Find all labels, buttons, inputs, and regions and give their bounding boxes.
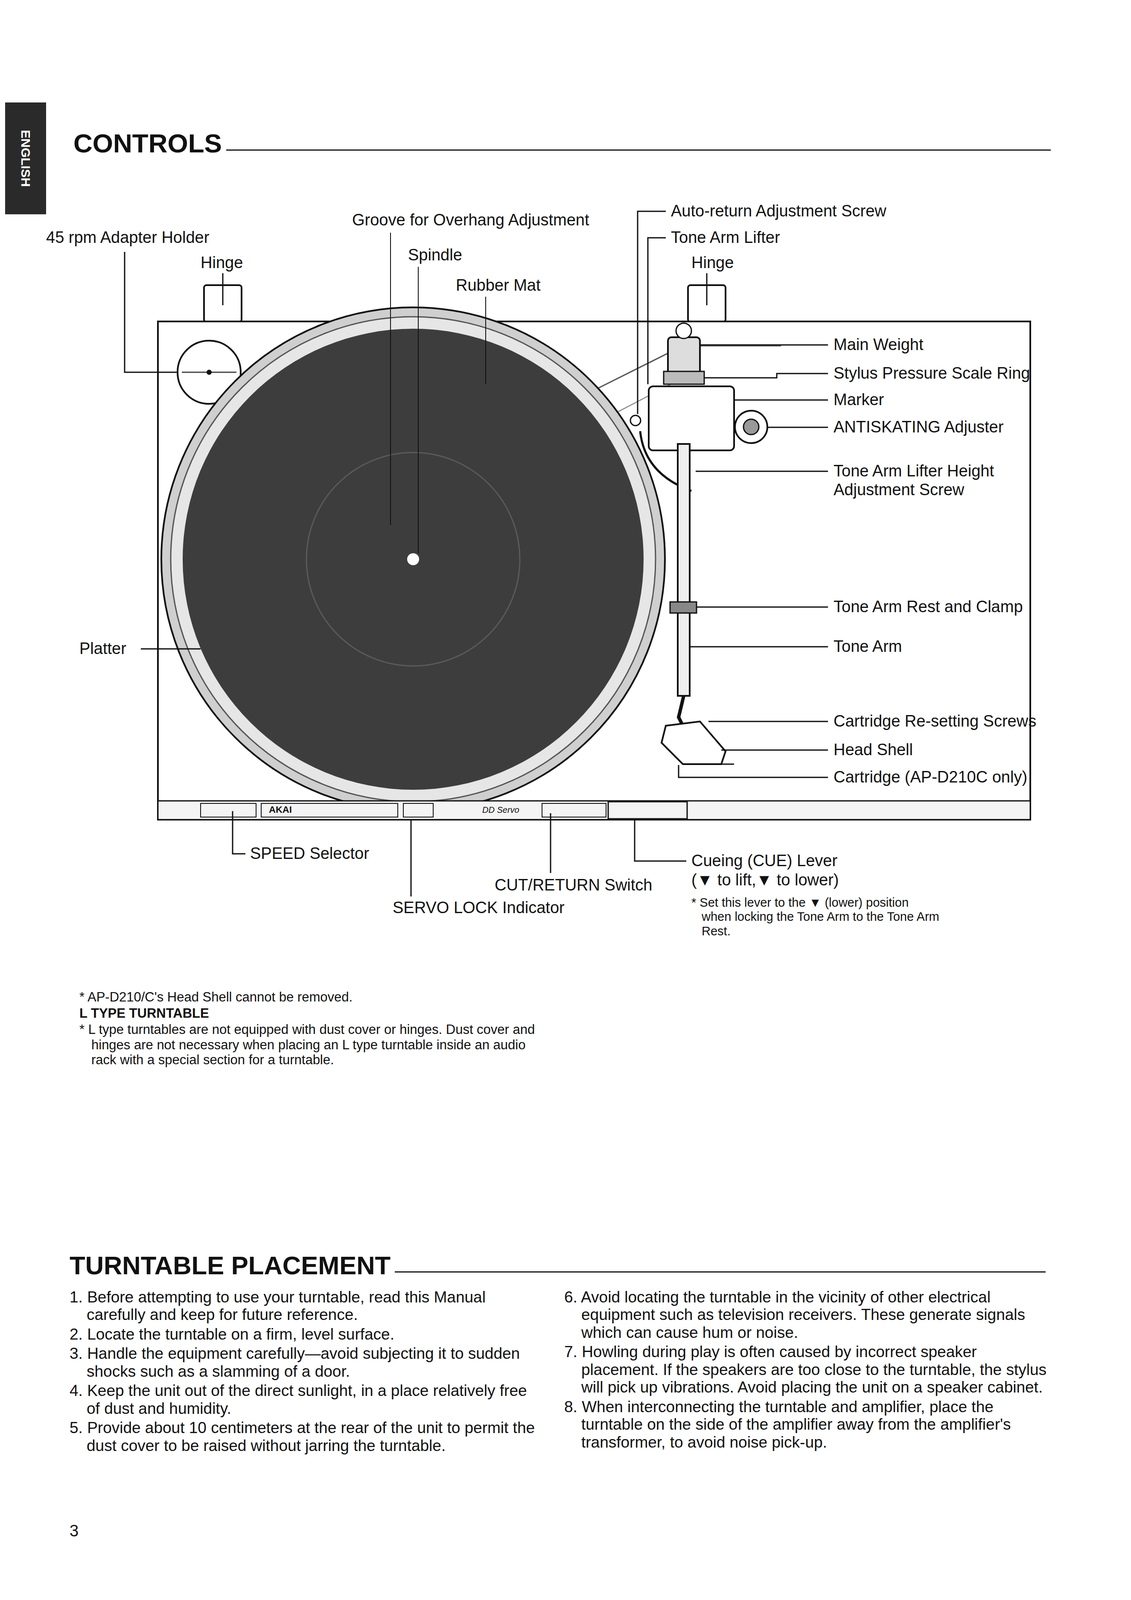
drawing-part: [676, 323, 692, 339]
drawing-part: [182, 328, 644, 790]
drawing-part: [677, 443, 690, 696]
language-tab: ENGLISH: [18, 129, 34, 187]
leader-line: [734, 399, 828, 401]
leader-line: [682, 763, 735, 765]
leader-line: [550, 813, 552, 873]
drawing-part: [661, 721, 726, 764]
brand-mark: AKAI: [268, 804, 292, 815]
text-column: 1. Before attempting to use your turntab…: [69, 1288, 542, 1456]
note-heading: L TYPE TURNTABLE: [79, 1005, 210, 1021]
page-number: 3: [69, 1521, 79, 1541]
callout-label: CUT/RETURN Switch: [494, 875, 653, 895]
leader-line: [767, 426, 828, 429]
leader-line: [637, 211, 666, 414]
drawing-part: [734, 410, 768, 444]
drawing-part: [670, 601, 697, 613]
callout-label: Hinge: [200, 253, 243, 273]
callout-label: Main Weight: [833, 335, 924, 355]
callout-label: SPEED Selector: [250, 844, 370, 863]
leader-line: [222, 273, 224, 306]
callout-label: Cartridge (AP-D210C only): [833, 767, 1028, 787]
callout-label: Tone Arm: [833, 637, 903, 656]
drawing-part: [542, 803, 607, 817]
drawing-part: [206, 369, 212, 375]
leader-line: [678, 764, 828, 778]
drawing-part: [630, 415, 641, 426]
leader-line: [721, 749, 828, 751]
drawing-part: [403, 803, 434, 817]
leader-line: [647, 237, 666, 385]
note-text: * AP-D210/C's Head Shell cannot be remov…: [79, 989, 353, 1005]
leader-line: [634, 819, 687, 861]
leader-line: [699, 344, 828, 346]
leader-line: [232, 810, 246, 854]
leader-line: [704, 373, 828, 378]
callout-label: Cartridge Re-setting Screws: [833, 711, 1037, 731]
leader-line: [140, 648, 201, 650]
callout-label: Rubber Mat: [455, 276, 541, 295]
leader-line: [696, 606, 828, 608]
section-heading-row: CONTROLS: [73, 128, 1051, 159]
callout-label: Platter: [79, 639, 127, 659]
drawing-part: [5, 102, 47, 215]
leader-line: [689, 646, 828, 648]
list-item: 4. Keep the unit out of the direct sunli…: [69, 1381, 542, 1417]
callout-label: Tone Arm Lifter: [670, 228, 781, 248]
leader-line: [124, 251, 177, 373]
leader-line: [410, 819, 412, 897]
leader-line: [485, 296, 487, 385]
callout-label: ANTISKATING Adjuster: [833, 417, 1004, 437]
list-item: 7. Howling during play is often caused b…: [564, 1342, 1050, 1396]
callout-label: Auto-return Adjustment Screw: [670, 201, 887, 221]
drawing-part: [170, 316, 656, 802]
leader-line: [708, 720, 828, 723]
leader-line: [706, 273, 708, 306]
heading-rule: [394, 1270, 1046, 1273]
list-item: 2. Locate the turntable on a firm, level…: [69, 1325, 542, 1343]
drawing-part: [161, 307, 665, 811]
leader-line: [695, 470, 828, 473]
drawing-part: [407, 553, 420, 566]
drawing-part: [608, 801, 688, 819]
callout-label: Marker: [833, 390, 884, 410]
callout-label: Hinge: [691, 253, 734, 273]
callout-label: Cueing (CUE) Lever: [691, 851, 838, 871]
drawing-part: [261, 803, 398, 817]
leader-line: [390, 232, 391, 525]
section-heading-row: TURNTABLE PLACEMENT: [69, 1250, 1046, 1280]
list-item: 3. Handle the equipment carefully—avoid …: [69, 1344, 542, 1380]
list-item: 1. Before attempting to use your turntab…: [69, 1288, 542, 1324]
drawing-part: [306, 452, 520, 666]
heading-rule: [226, 149, 1051, 151]
leader-line: [417, 266, 419, 554]
drawing-part: [200, 803, 257, 817]
callout-label: Spindle: [408, 245, 463, 265]
list-item: 6. Avoid locating the turntable in the v…: [564, 1288, 1050, 1341]
list-item: 5. Provide about 10 centimeters at the r…: [69, 1418, 542, 1455]
drawing-part: [678, 695, 684, 726]
drawing-part: [648, 386, 735, 451]
callout-label: Head Shell: [833, 740, 913, 760]
list-item: 8. When interconnecting the turntable an…: [564, 1397, 1050, 1451]
note-text: * L type turntables are not equipped wit…: [79, 1021, 553, 1068]
callout-label: (▼ to lift,▼ to lower): [691, 870, 840, 890]
callout-label: 45 rpm Adapter Holder: [46, 228, 210, 248]
section-heading: CONTROLS: [73, 128, 222, 159]
panel-label: DD Servo: [482, 804, 520, 815]
callout-label: Stylus Pressure Scale Ring: [833, 364, 1030, 383]
callout-label: Tone Arm Rest and Clamp: [833, 597, 1024, 617]
note-text: * Set this lever to the ▼ (lower) positi…: [691, 895, 941, 939]
section-heading: TURNTABLE PLACEMENT: [69, 1250, 391, 1280]
drawing-part: [743, 419, 759, 435]
drawing-part: [157, 800, 1031, 820]
callout-label: SERVO LOCK Indicator: [392, 898, 565, 918]
callout-label: Tone Arm Lifter Height Adjustment Screw: [833, 461, 1035, 499]
text-column: 6. Avoid locating the turntable in the v…: [564, 1288, 1050, 1453]
drawing-part: [663, 371, 705, 385]
callout-label: Groove for Overhang Adjustment: [352, 210, 590, 230]
